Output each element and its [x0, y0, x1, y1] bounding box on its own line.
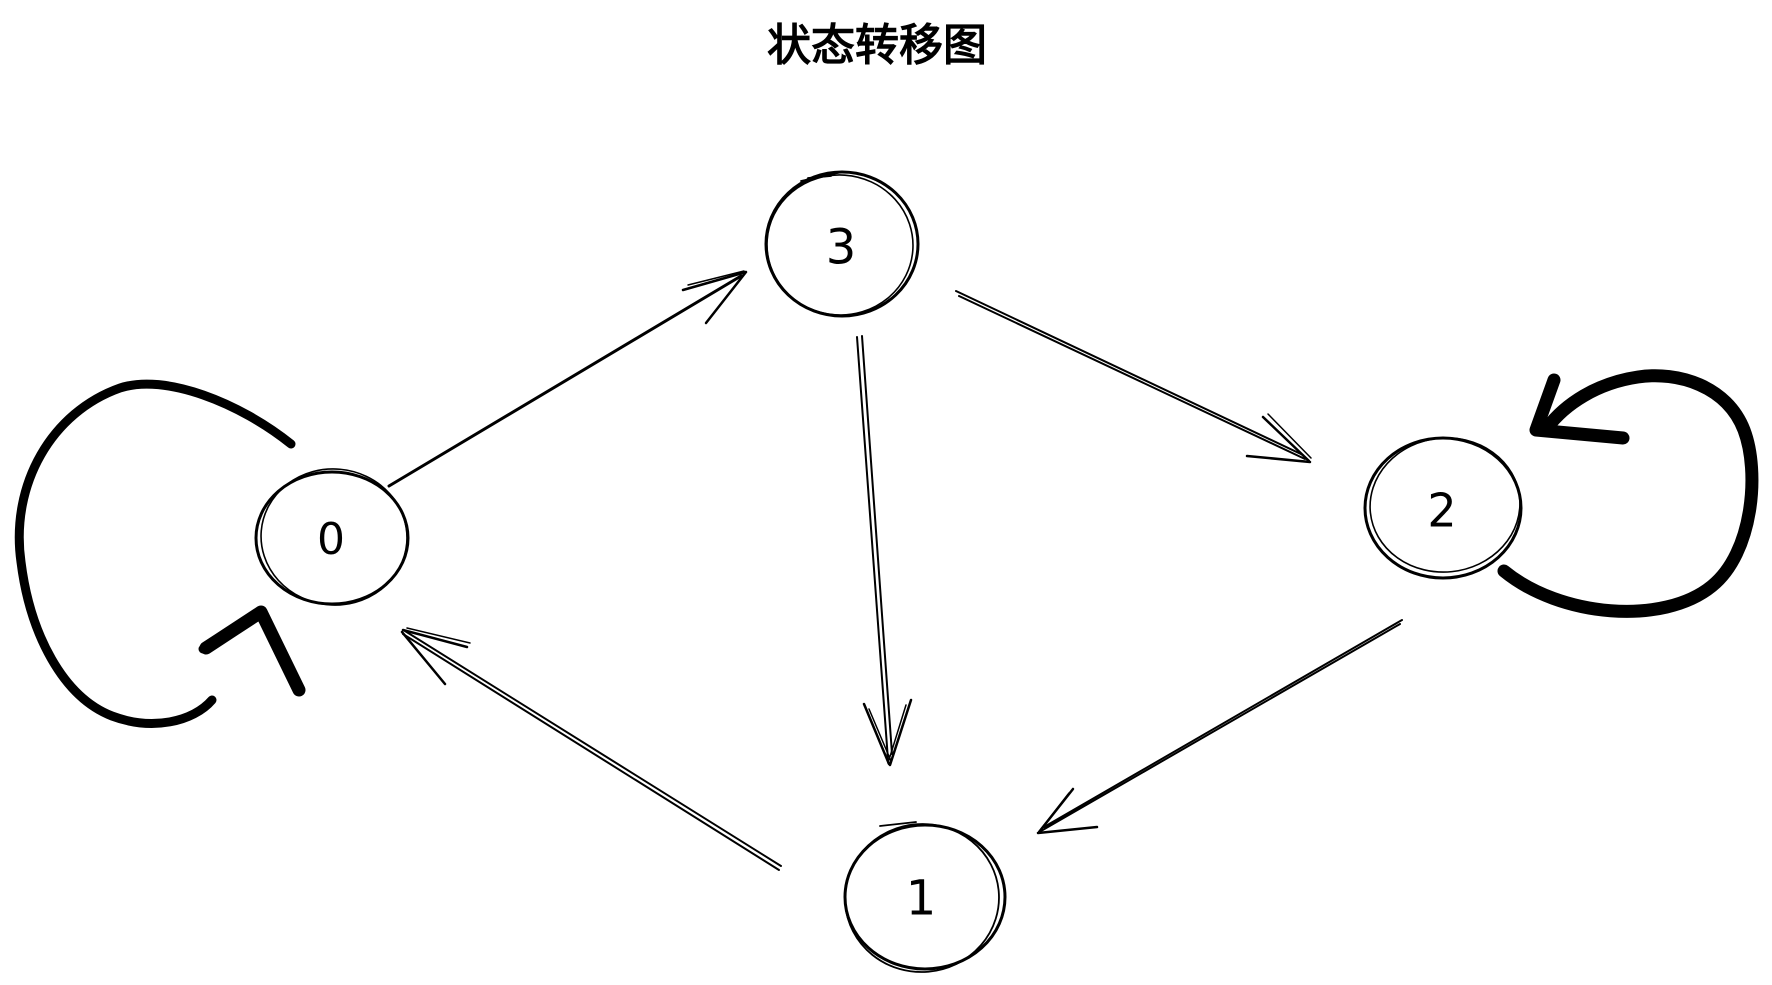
node-0: 0 [254, 468, 410, 606]
edge-3-to-1-line [856, 335, 893, 761]
self-loop-node-0-curve [14, 379, 296, 728]
edge-0-to-3-line [387, 274, 743, 488]
edge-1-to-0 [400, 627, 782, 871]
node-1-label: 1 [906, 870, 937, 926]
self-loop-node-2 [1497, 369, 1759, 618]
edge-2-to-1 [1036, 619, 1403, 835]
edge-0-to-3-arrowhead-overstroke [687, 270, 745, 286]
node-1-circle-overstroke [844, 823, 1000, 973]
edge-3-to-2-line [955, 290, 1306, 460]
edge-2-to-1-arrowhead-overstroke [1040, 792, 1070, 830]
edge-2-to-1-line [1040, 619, 1403, 832]
node-1: 1 [843, 821, 1007, 973]
self-loop-node-2-arrowhead-icon [1529, 373, 1630, 445]
edge-0-to-3 [387, 270, 748, 488]
node-0-circle-overstroke [260, 468, 408, 606]
node-0-label: 0 [317, 514, 345, 565]
node-3-circle-overstroke [766, 174, 914, 316]
diagram-title: 状态转移图 [767, 21, 987, 70]
edge-0-to-3-arrowhead-icon [681, 270, 748, 325]
node-2-label: 2 [1427, 484, 1456, 538]
edge-1-to-0-arrowhead-overstroke [406, 627, 471, 644]
node-3-label: 3 [826, 219, 857, 275]
edge-3-to-1-arrowhead-icon [862, 698, 913, 767]
edge-3-to-2-arrowhead-icon [1245, 415, 1312, 464]
node-0-circle [254, 470, 410, 606]
node-2: 2 [1363, 436, 1523, 580]
edge-1-to-0-line [402, 630, 782, 871]
edge-3-to-2 [955, 290, 1312, 464]
self-loop-node-0-ink-dot [198, 644, 208, 654]
node-1-pen-tick [879, 821, 917, 827]
self-loop-node-0-arrowhead-icon [199, 605, 306, 697]
edge-3-to-2-arrowhead-overstroke [1267, 413, 1312, 459]
edge-3-to-1 [856, 335, 913, 767]
node-2-circle-overstroke [1369, 437, 1521, 573]
self-loop-node-0 [14, 379, 306, 728]
edge-1-to-0-arrowhead-icon [400, 628, 469, 686]
edge-3-to-1-arrowhead-overstroke [868, 704, 907, 764]
node-3-pen-tick [800, 171, 843, 182]
node-3: 3 [764, 170, 920, 318]
self-loop-node-2-curve [1497, 369, 1759, 618]
